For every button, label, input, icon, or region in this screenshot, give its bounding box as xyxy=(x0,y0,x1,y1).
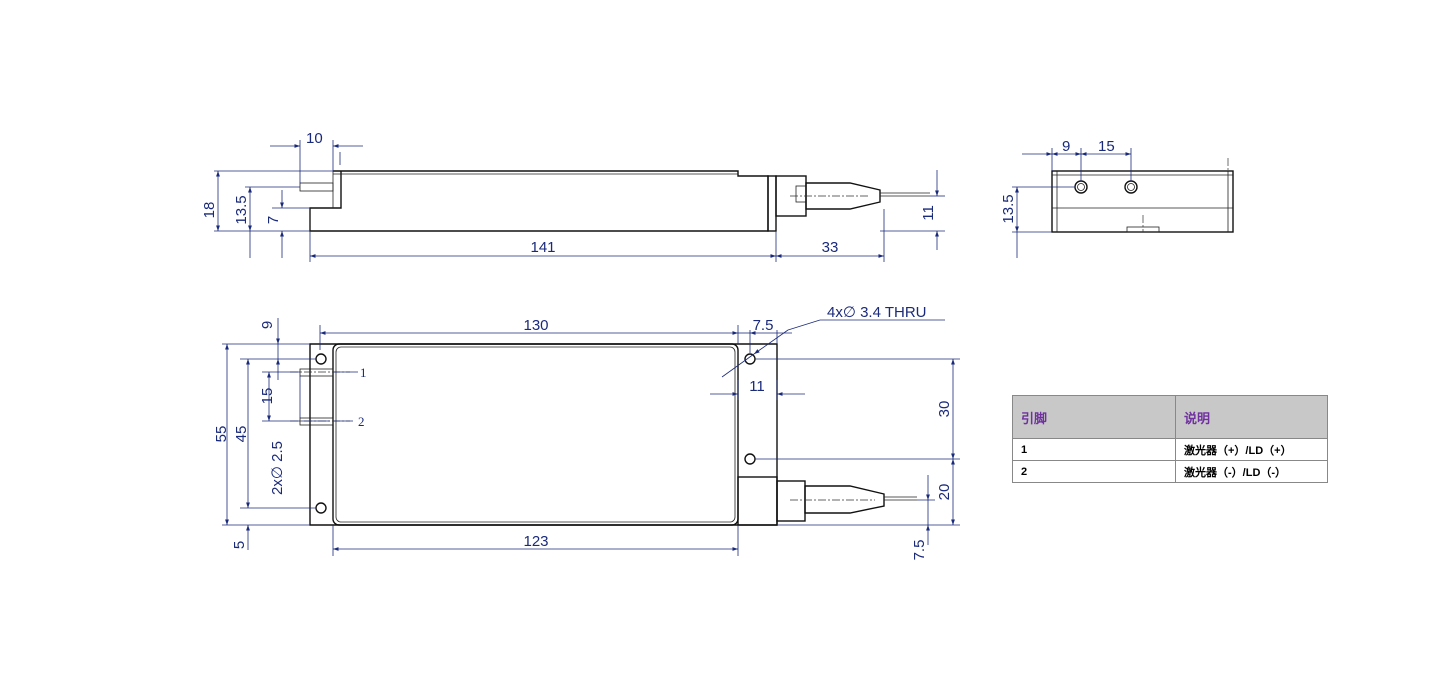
dim-plan-7-5-vertical: 7.5 xyxy=(911,540,928,561)
dim-side-33: 33 xyxy=(822,239,839,256)
dim-plan-7-5: 7.5 xyxy=(753,317,774,334)
pin-cell: 2 xyxy=(1012,460,1176,483)
plan-view: 9 130 7.5 4x∅ 3.4 THRU 11 15 55 45 2x∅ 2… xyxy=(213,304,960,560)
dim-plan-9: 9 xyxy=(259,321,276,329)
pin-cell: 1 xyxy=(1012,438,1176,461)
table-row: 1 激光器（+）/LD（+） xyxy=(1012,438,1328,461)
table-row: 2 激光器（-）/LD（-） xyxy=(1012,460,1328,483)
pin-table-header-pin: 引脚 xyxy=(1012,395,1176,439)
pin-callout: 2x∅ 2.5 xyxy=(269,441,286,495)
dim-end-13-5: 13.5 xyxy=(1000,194,1017,223)
dim-end-9: 9 xyxy=(1062,138,1070,155)
dim-plan-123: 123 xyxy=(523,533,548,550)
dim-plan-130: 130 xyxy=(523,317,548,334)
pin-label-1: 1 xyxy=(360,365,367,380)
dim-side-13-5: 13.5 xyxy=(233,195,250,224)
pin-table-header-desc: 说明 xyxy=(1175,395,1328,439)
dim-plan-15: 15 xyxy=(259,388,276,405)
pin-table-header: 引脚 说明 xyxy=(1012,395,1328,439)
dim-plan-30: 30 xyxy=(936,401,953,418)
dim-plan-45: 45 xyxy=(233,426,250,443)
dim-plan-20: 20 xyxy=(936,484,953,501)
desc-cell: 激光器（-）/LD（-） xyxy=(1175,460,1328,483)
dim-plan-55: 55 xyxy=(213,426,230,443)
pin-label-2: 2 xyxy=(358,414,365,429)
dim-plan-5: 5 xyxy=(231,541,248,549)
dim-side-7: 7 xyxy=(265,216,282,224)
side-view: 10 18 13.5 7 11 141 33 xyxy=(201,130,945,262)
dim-plan-11: 11 xyxy=(749,378,765,395)
dim-side-18: 18 xyxy=(201,202,218,219)
end-view: 9 15 13.5 xyxy=(1000,138,1234,258)
hole-callout: 4x∅ 3.4 THRU xyxy=(827,304,927,321)
dim-side-141: 141 xyxy=(530,239,555,256)
dim-end-15: 15 xyxy=(1098,138,1115,155)
desc-cell: 激光器（+）/LD（+） xyxy=(1175,438,1328,461)
dim-side-10: 10 xyxy=(306,130,323,147)
pin-table: 引脚 说明 1 激光器（+）/LD（+） 2 激光器（-）/LD（-） xyxy=(1012,395,1328,483)
dim-side-11: 11 xyxy=(920,205,937,221)
